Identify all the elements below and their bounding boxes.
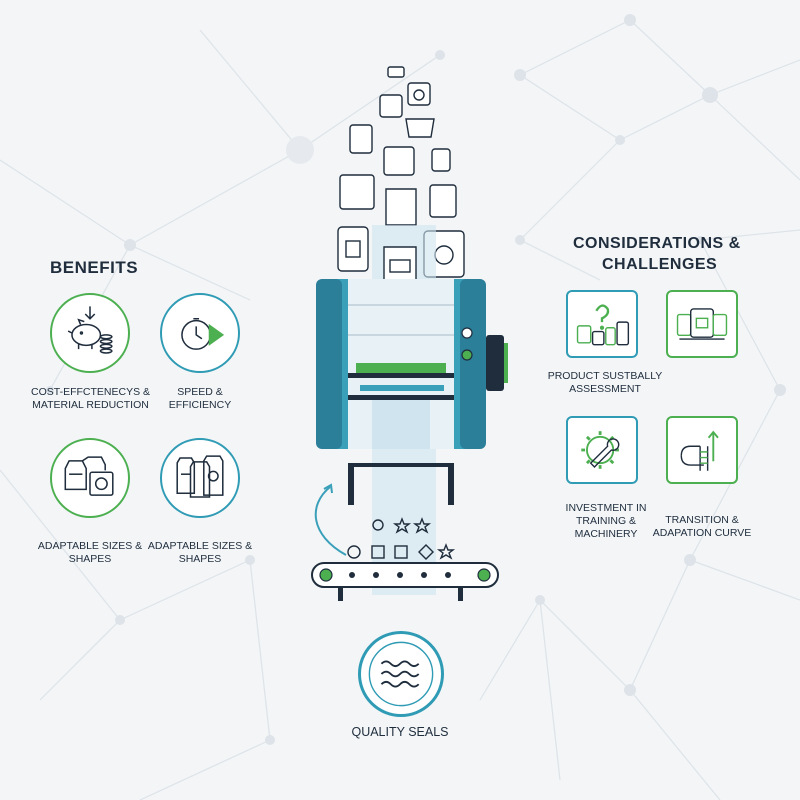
package-products-icon xyxy=(666,290,738,358)
benefit-label-adaptable-2: ADAPTABLE SIZES & SHAPES xyxy=(147,540,253,565)
quality-seals-label: QUALITY SEALS xyxy=(351,725,449,739)
considerations-heading-line1: CONSIDERATIONS & xyxy=(573,235,741,252)
waves-seal-icon xyxy=(358,631,444,717)
pouches-icon xyxy=(50,438,130,518)
packaging-machine-illustration xyxy=(311,66,508,601)
considerations-heading-line2: CHALLENGES xyxy=(602,256,718,273)
piggy-bank-icon xyxy=(50,293,130,373)
consideration-label-investment: INVESTMENT IN TRAINING & MACHINERY xyxy=(565,502,647,540)
consideration-label-transition: TRANSITION & ADAPATION CURVE xyxy=(652,514,752,539)
gear-wrench-icon xyxy=(566,416,638,484)
benefit-label-speed: SPEED & EFFICIENCY xyxy=(168,386,232,411)
question-products-icon xyxy=(566,290,638,358)
bags-icon xyxy=(160,438,240,518)
benefit-label-cost: COST-EFFCTENECYS & MATERIAL REDUCTION xyxy=(30,386,150,411)
benefits-heading: BENEFITS xyxy=(50,258,139,277)
consideration-label-product: PRODUCT SUSTBALLY ASSESSMENT xyxy=(547,370,663,395)
ladder-arrow-icon xyxy=(666,416,738,484)
clock-play-icon xyxy=(160,293,240,373)
benefit-label-adaptable-1: ADAPTABLE SIZES & SHAPES xyxy=(37,540,143,565)
